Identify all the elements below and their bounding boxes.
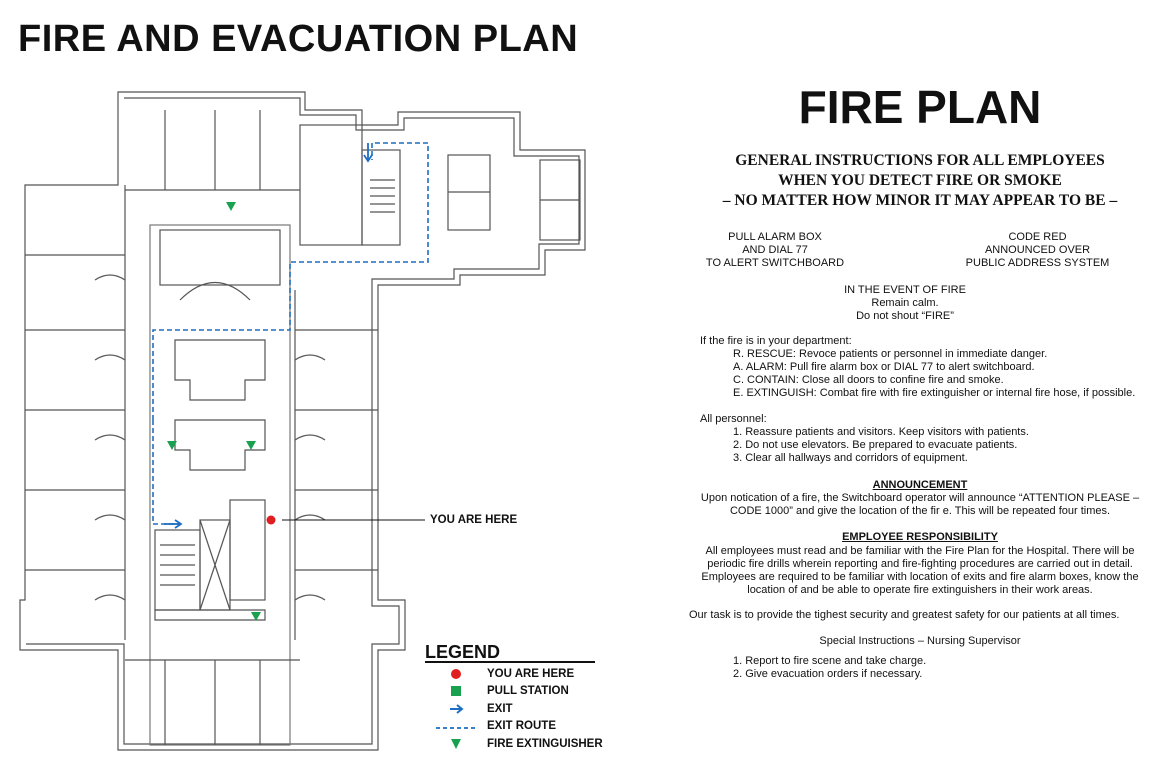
fire-extinguisher-icon: [167, 441, 177, 450]
green-triangle-icon: [448, 737, 464, 756]
exit-arrow-icon: [363, 143, 373, 163]
code-red-line: CODE RED: [1008, 231, 1067, 243]
red-dot-icon: [448, 667, 464, 686]
exit-route-path-lower: [152, 420, 178, 525]
arrow-right-icon: [448, 702, 464, 721]
race-list: R. RESCUE: Revoce patients or personnel …: [733, 348, 1163, 400]
floor-plan: [19, 91, 586, 751]
special-item: 1. Report to fire scene and take charge.: [733, 655, 927, 667]
personnel-list: 1. Reassure patients and visitors. Keep …: [733, 426, 1153, 465]
event-line: Do not shout “FIRE”: [856, 310, 954, 322]
legend-item-exit-route: EXIT ROUTE: [487, 720, 557, 732]
responsibility-heading: EMPLOYEE RESPONSIBILITY: [842, 531, 998, 543]
legend-title: LEGEND: [425, 642, 501, 662]
legend-item-exit: EXIT: [487, 703, 513, 715]
responsibility-line: location of and be able to operate fire …: [747, 584, 1093, 596]
pull-alarm-line: AND DIAL 77: [742, 244, 808, 256]
pull-alarm-block: PULL ALARM BOX AND DIAL 77 TO ALERT SWIT…: [690, 231, 860, 270]
fire-extinguisher-icon: [251, 612, 261, 621]
legend-item-pull-station: PULL STATION: [487, 685, 569, 697]
general-instructions-line: GENERAL INSTRUCTIONS FOR ALL EMPLOYEES: [735, 152, 1105, 169]
pull-alarm-line: PULL ALARM BOX: [728, 231, 822, 243]
general-instructions-line: WHEN YOU DETECT FIRE OR SMOKE: [778, 172, 1062, 189]
you-are-here-label: YOU ARE HERE: [430, 514, 518, 526]
responsibility-text: All employees must read and be familiar …: [682, 545, 1158, 597]
department-intro: If the fire is in your department:: [700, 335, 852, 347]
code-red-line: ANNOUNCED OVER: [984, 244, 1091, 256]
event-block: IN THE EVENT OF FIRE Remain calm. Do not…: [800, 284, 1010, 323]
legend-divider: [425, 661, 595, 663]
you-are-here-marker: [266, 515, 276, 525]
personnel-item: 2. Do not use elevators. Be prepared to …: [733, 439, 1018, 451]
fire-extinguisher-icon: [226, 202, 236, 211]
dashed-line-icon: [436, 720, 476, 738]
special-instructions-heading: Special Instructions – Nursing Superviso…: [819, 635, 1021, 647]
race-item: R. RESCUE: Revoce patients or personnel …: [733, 348, 1048, 360]
responsibility-line: Employees are required to be familiar wi…: [701, 571, 1139, 583]
legend-item-fire-extinguisher: FIRE EXTINGUISHER: [487, 738, 603, 750]
fire-plan-title: FIRE PLAN: [798, 81, 1042, 133]
legend-item-you-are-here: YOU ARE HERE: [487, 668, 575, 680]
general-instructions-line: – NO MATTER HOW MINOR IT MAY APPEAR TO B…: [722, 192, 1118, 209]
special-item: 2. Give evacuation orders if necessary.: [733, 668, 923, 680]
announcement-line: Upon notication of a fire, the Switchboa…: [700, 492, 1140, 504]
page-title: FIRE AND EVACUATION PLAN: [18, 18, 579, 60]
announcement-text: Upon notication of a fire, the Switchboa…: [685, 492, 1155, 518]
pull-alarm-line: TO ALERT SWITCHBOARD: [705, 257, 845, 269]
code-red-line: PUBLIC ADDRESS SYSTEM: [965, 257, 1110, 269]
responsibility-line: periodic fire drills wherein reporting a…: [707, 558, 1133, 570]
race-item: A. ALARM: Pull fire alarm box or DIAL 77…: [733, 361, 1035, 373]
personnel-item: 1. Reassure patients and visitors. Keep …: [733, 426, 1029, 438]
event-line: IN THE EVENT OF FIRE: [844, 284, 966, 296]
exit-route-path: [152, 142, 429, 420]
responsibility-line: All employees must read and be familiar …: [705, 545, 1135, 557]
code-red-block: CODE RED ANNOUNCED OVER PUBLIC ADDRESS S…: [945, 231, 1130, 270]
announcement-heading: ANNOUNCEMENT: [872, 479, 968, 491]
race-item: E. EXTINGUISH: Combat fire with fire ext…: [733, 387, 1136, 399]
personnel-intro: All personnel:: [700, 413, 767, 425]
green-square-icon: [448, 684, 464, 703]
fire-extinguisher-icon: [246, 441, 256, 450]
event-line: Remain calm.: [871, 297, 939, 309]
race-item: C. CONTAIN: Close all doors to confine f…: [733, 374, 1004, 386]
special-instructions-list: 1. Report to fire scene and take charge.…: [733, 655, 926, 681]
announcement-line: CODE 1000” and give the location of the …: [729, 505, 1111, 517]
exit-arrow-icon: [164, 519, 183, 529]
personnel-item: 3. Clear all hallways and corridors of e…: [733, 452, 968, 464]
task-statement: Our task is to provide the tighest secur…: [689, 609, 1120, 621]
